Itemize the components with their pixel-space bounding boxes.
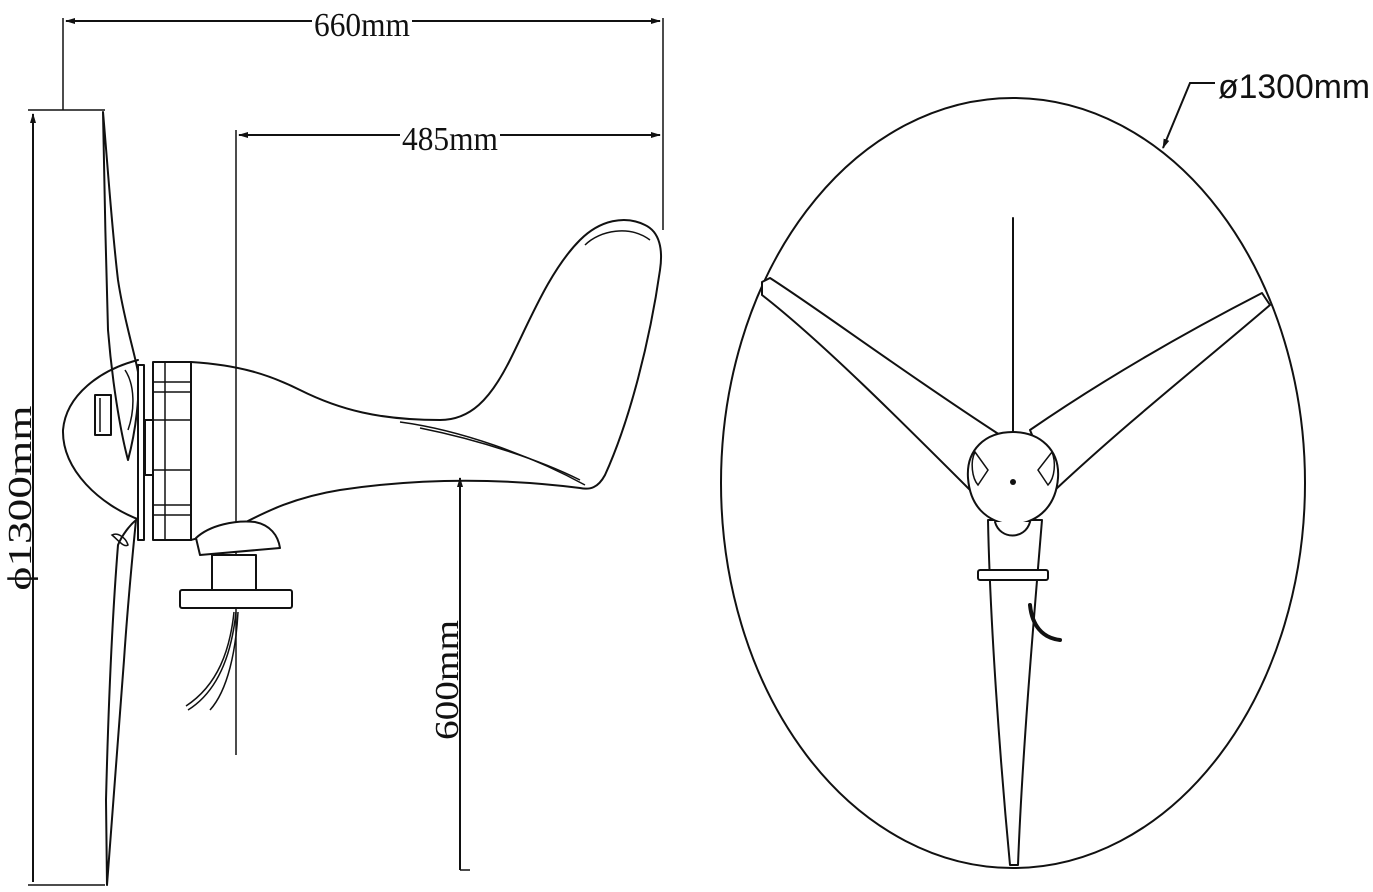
dimension-485: [235, 120, 661, 755]
front-view: [720, 82, 1306, 869]
dimension-600: [457, 477, 470, 871]
hub-front: [966, 431, 1060, 537]
label-660: 660mm: [314, 7, 410, 44]
side-view: [28, 8, 664, 886]
label-1300-front: ø1300mm: [1218, 68, 1370, 106]
blade-lower-side: [105, 519, 137, 886]
nacelle-body-tail: [190, 219, 663, 541]
blade-upper-side: [102, 111, 140, 461]
blade-left-front: [761, 277, 1001, 496]
mount-bracket: [977, 569, 1049, 581]
leader-1300-front: [1162, 82, 1215, 149]
hub-center-dot: [1010, 479, 1016, 485]
dimension-660: [62, 8, 664, 230]
generator: [152, 361, 192, 541]
label-485: 485mm: [402, 121, 498, 158]
label-600: 600mm: [429, 620, 466, 740]
yaw-mount: [179, 520, 293, 609]
blade-right-front: [1029, 292, 1271, 491]
cable-front: [1028, 603, 1062, 642]
dimension-1300-side: [28, 109, 105, 886]
rotor-circle: [720, 97, 1306, 869]
label-1300-side: ϕ1300mm: [2, 406, 39, 591]
nose-cone: [61, 359, 141, 521]
cables: [185, 611, 239, 711]
